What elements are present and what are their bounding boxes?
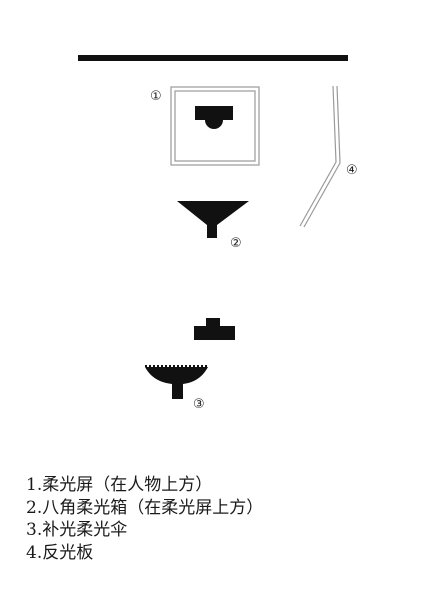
legend-item-1: 1.柔光屏（在人物上方） [26,475,213,495]
diffusion-screen [170,86,260,166]
legend-item-2: 2.八角柔光箱（在柔光屏上方） [26,497,264,518]
octa-softbox [177,201,249,238]
marker-1: ① [150,89,162,104]
subject-figure [195,106,233,129]
backdrop-wall [78,55,348,61]
marker-2: ② [230,236,242,251]
legend-item-4: 4.反光板 [26,542,94,563]
legend-item-3: 3.补光柔光伞 [26,520,128,540]
marker-3: ③ [193,397,205,412]
marker-4: ④ [346,163,358,178]
fill-umbrella [145,365,208,399]
legend-list: 1.柔光屏（在人物上方） 2.八角柔光箱（在柔光屏上方） 3.补光柔光伞 4.反… [26,474,263,564]
camera [194,318,235,340]
reflector-panel [299,85,341,228]
